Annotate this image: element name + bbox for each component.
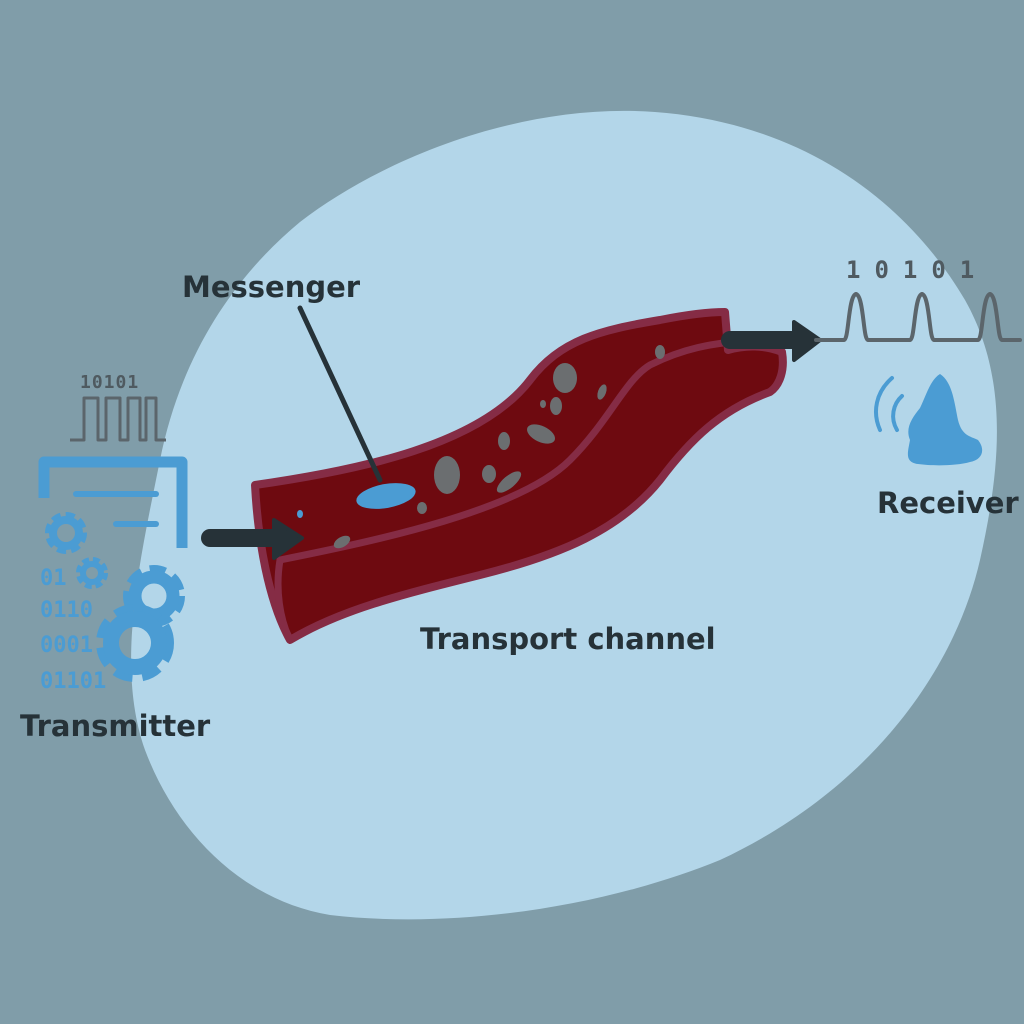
transmitter-waveform xyxy=(70,396,166,442)
messenger-label: Messenger xyxy=(182,270,361,304)
gear-large-core xyxy=(103,611,167,675)
arrow-into-channel xyxy=(201,518,304,560)
transmitter-label: Transmitter xyxy=(20,709,211,743)
particle xyxy=(496,471,522,493)
vessel-inner-wall xyxy=(276,336,764,564)
blood-vessel xyxy=(251,308,787,644)
particle xyxy=(540,400,546,408)
transmitter-bits: 10101 xyxy=(80,372,140,393)
receiver-label: Receiver xyxy=(877,486,1019,520)
binary-code-line: 01101 xyxy=(40,669,107,694)
receiver-waveform xyxy=(814,292,1022,342)
receiver-shape xyxy=(907,374,983,466)
signal-receiver-icon xyxy=(874,374,983,466)
particle xyxy=(526,424,556,444)
binary-code-line: 01 xyxy=(40,566,67,591)
particle xyxy=(655,345,665,359)
messenger-pointer xyxy=(297,305,383,483)
gear-small-top-core xyxy=(49,516,83,550)
arrow-head xyxy=(792,320,822,362)
signal-wave-outer xyxy=(874,376,894,432)
particle xyxy=(553,363,577,393)
signal-wave-inner xyxy=(891,394,904,432)
particle xyxy=(498,432,510,450)
arrow-head xyxy=(272,518,304,560)
messenger-molecule xyxy=(356,483,416,509)
particle xyxy=(597,384,607,400)
arrow-out-of-channel xyxy=(721,320,822,362)
binary-code-line: 0110 xyxy=(40,598,93,623)
particle xyxy=(434,456,460,494)
binary-code-line: 0001 xyxy=(40,633,93,658)
particle xyxy=(417,502,427,514)
gear-icon xyxy=(45,512,185,682)
particles xyxy=(333,345,665,549)
particle xyxy=(482,465,496,483)
messenger-particle xyxy=(297,510,303,518)
transport-channel-label: Transport channel xyxy=(420,622,716,656)
vessel-front-rim xyxy=(274,556,294,644)
transmitter-device xyxy=(38,456,188,548)
device-frame xyxy=(38,456,188,548)
particle xyxy=(550,397,562,415)
particle xyxy=(333,535,351,549)
gear-tiny-core xyxy=(80,561,104,585)
receiver-bits: 10101 xyxy=(846,256,989,284)
